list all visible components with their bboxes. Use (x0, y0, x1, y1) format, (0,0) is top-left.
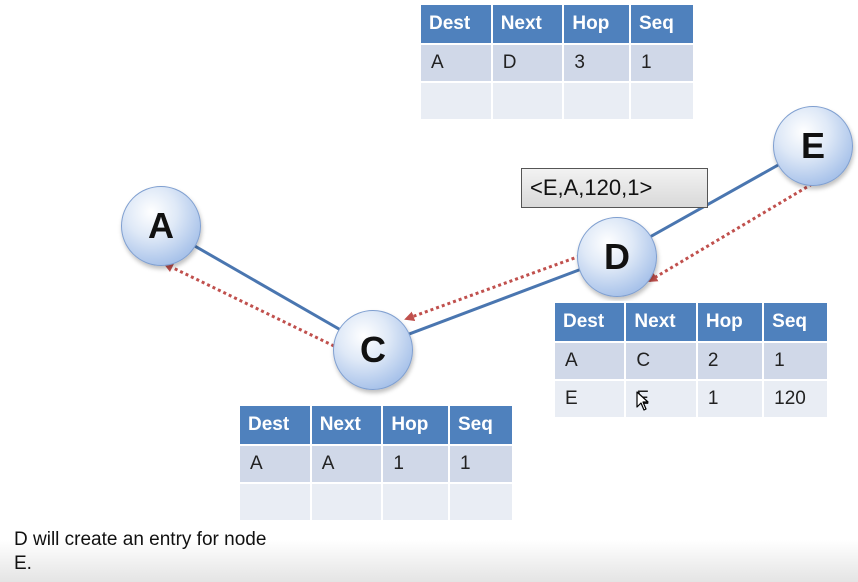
col-seq: Seq (628, 3, 696, 45)
mouse-pointer-icon (636, 391, 649, 411)
link-c-d (371, 254, 617, 350)
table-header-row: Dest Next Hop Seq (552, 301, 829, 343)
col-dest: Dest (238, 404, 312, 446)
col-hop: Hop (562, 3, 631, 45)
cell-next: C (624, 341, 698, 381)
cell-next: D (490, 43, 565, 83)
cell-dest (238, 482, 312, 522)
col-seq: Seq (447, 404, 515, 446)
caption-line-2: E. (14, 553, 32, 574)
caption-text: D will create an entry for node E. (14, 528, 444, 576)
routing-table-d: Dest Next Hop Seq A C 2 1 E E 1 120 (552, 301, 829, 419)
cell-dest: A (552, 341, 627, 381)
col-hop: Hop (695, 301, 765, 343)
table-row: A A 1 1 (238, 444, 515, 484)
col-hop: Hop (381, 404, 450, 446)
table-row: E E 1 120 (552, 379, 829, 419)
rrep-arrow-c-to-a (163, 262, 335, 348)
node-a-label: A (148, 205, 174, 246)
cell-seq: 120 (762, 379, 829, 419)
cell-hop (562, 81, 631, 121)
col-next: Next (624, 301, 698, 343)
cell-hop: 2 (695, 341, 765, 381)
node-e-label: E (800, 125, 825, 166)
node-e: E (773, 106, 853, 186)
cell-next (490, 81, 565, 121)
node-d-label: D (604, 236, 630, 277)
node-c: C (333, 310, 413, 390)
cell-seq (628, 81, 696, 121)
cell-dest: A (419, 43, 493, 83)
caption-line-1: D will create an entry for node (14, 529, 267, 550)
cell-seq: 1 (762, 341, 829, 381)
cell-seq: 1 (628, 43, 696, 83)
node-c-label: C (360, 329, 386, 370)
rrep-message-text: <E,A,120,1> (530, 175, 653, 200)
table-row: A D 3 1 (419, 43, 696, 83)
cell-hop: 1 (381, 444, 450, 484)
cell-dest: E (552, 379, 627, 419)
col-dest: Dest (552, 301, 627, 343)
table-row (419, 81, 696, 121)
node-a: A (121, 186, 201, 266)
cell-dest: A (238, 444, 312, 484)
cell-dest (419, 81, 493, 121)
cell-next: A (309, 444, 384, 484)
col-seq: Seq (762, 301, 829, 343)
cell-seq: 1 (447, 444, 515, 484)
table-header-row: Dest Next Hop Seq (238, 404, 515, 446)
cell-hop: 3 (562, 43, 631, 83)
rrep-arrow-e-to-d (647, 182, 813, 283)
cell-hop (381, 482, 450, 522)
cell-hop: 1 (695, 379, 765, 419)
table-row (238, 482, 515, 522)
table-header-row: Dest Next Hop Seq (419, 3, 696, 45)
node-d: D (577, 217, 657, 297)
rrep-message-box: <E,A,120,1> (521, 168, 708, 208)
cell-next (309, 482, 384, 522)
col-next: Next (309, 404, 384, 446)
routing-table-c: Dest Next Hop Seq A A 1 1 (238, 404, 515, 522)
routing-table-top: Dest Next Hop Seq A D 3 1 (419, 3, 696, 121)
col-next: Next (490, 3, 565, 45)
col-dest: Dest (419, 3, 493, 45)
rrep-arrow-d-to-c (404, 254, 581, 321)
table-row: A C 2 1 (552, 341, 829, 381)
cell-seq (447, 482, 515, 522)
bottom-fade (0, 540, 858, 582)
